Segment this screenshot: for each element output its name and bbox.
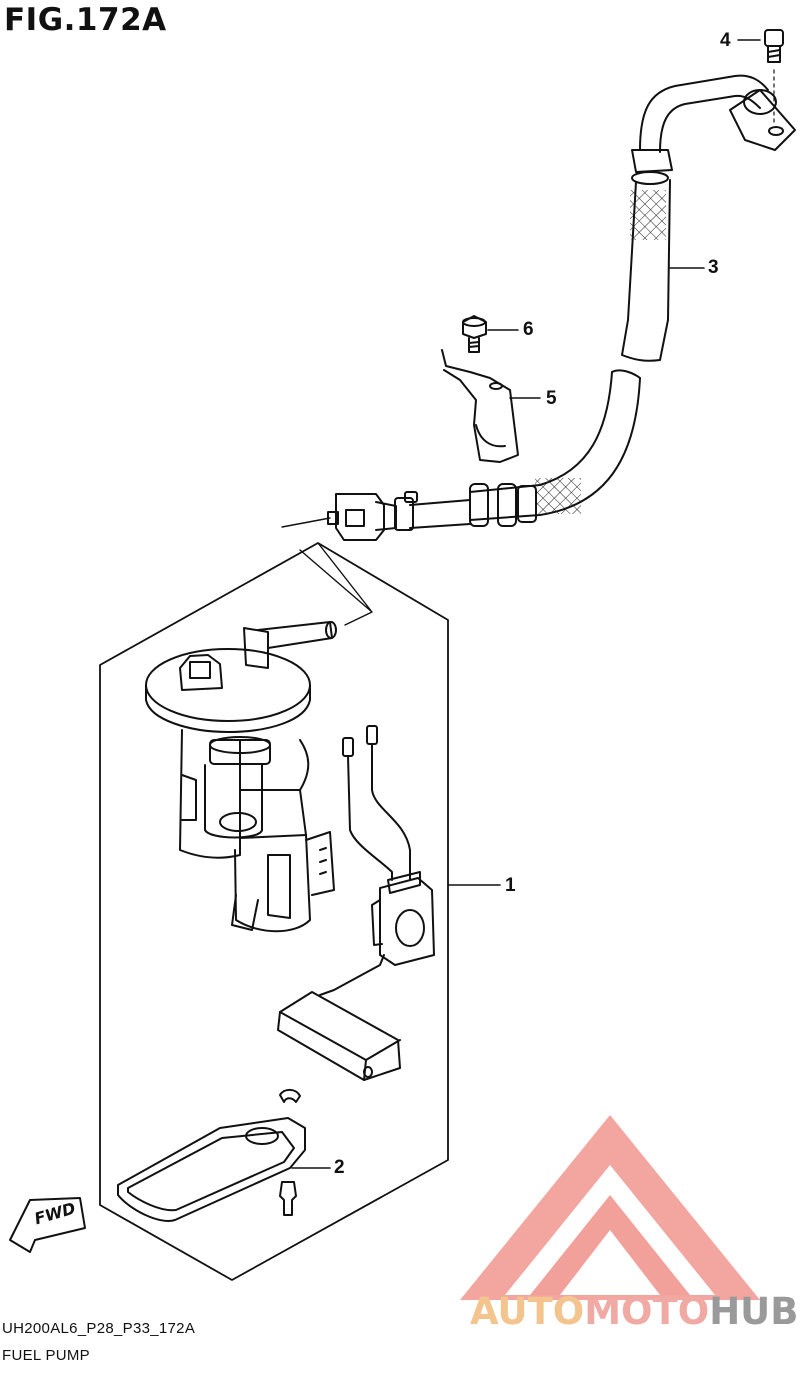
callout-1: 1 [505,875,516,896]
watermark-logo-icon [460,1115,760,1300]
watermark-auto: AUTO [470,1290,585,1333]
callout-5: 5 [546,388,557,409]
callout-4: 4 [720,30,731,51]
assembly-outline [99,542,449,1281]
bracket-part-5 [441,349,519,463]
filter-part-2 [117,1088,306,1222]
figure-title: FIG.172A [4,2,167,38]
callout-3: 3 [708,257,719,278]
watermark-moto: MOTO [584,1290,710,1333]
fuel-hose-part-3 [327,74,796,541]
watermark-hub: HUB [709,1290,799,1333]
fuel-pump-part-1 [145,621,435,1081]
connector-leader-lines [281,517,373,626]
callout-6: 6 [523,319,534,340]
bolt-part-6 [462,315,487,353]
callout-2: 2 [334,1157,345,1178]
screw-part-4 [764,29,784,126]
figure-code: UH200AL6_P28_P33_172A [2,1320,196,1337]
callout-leaders [291,39,761,1169]
fwd-arrow-icon [9,1197,86,1253]
figure-name: FUEL PUMP [2,1347,90,1364]
watermark-text: AUTOMOTOHUB [470,1290,798,1333]
